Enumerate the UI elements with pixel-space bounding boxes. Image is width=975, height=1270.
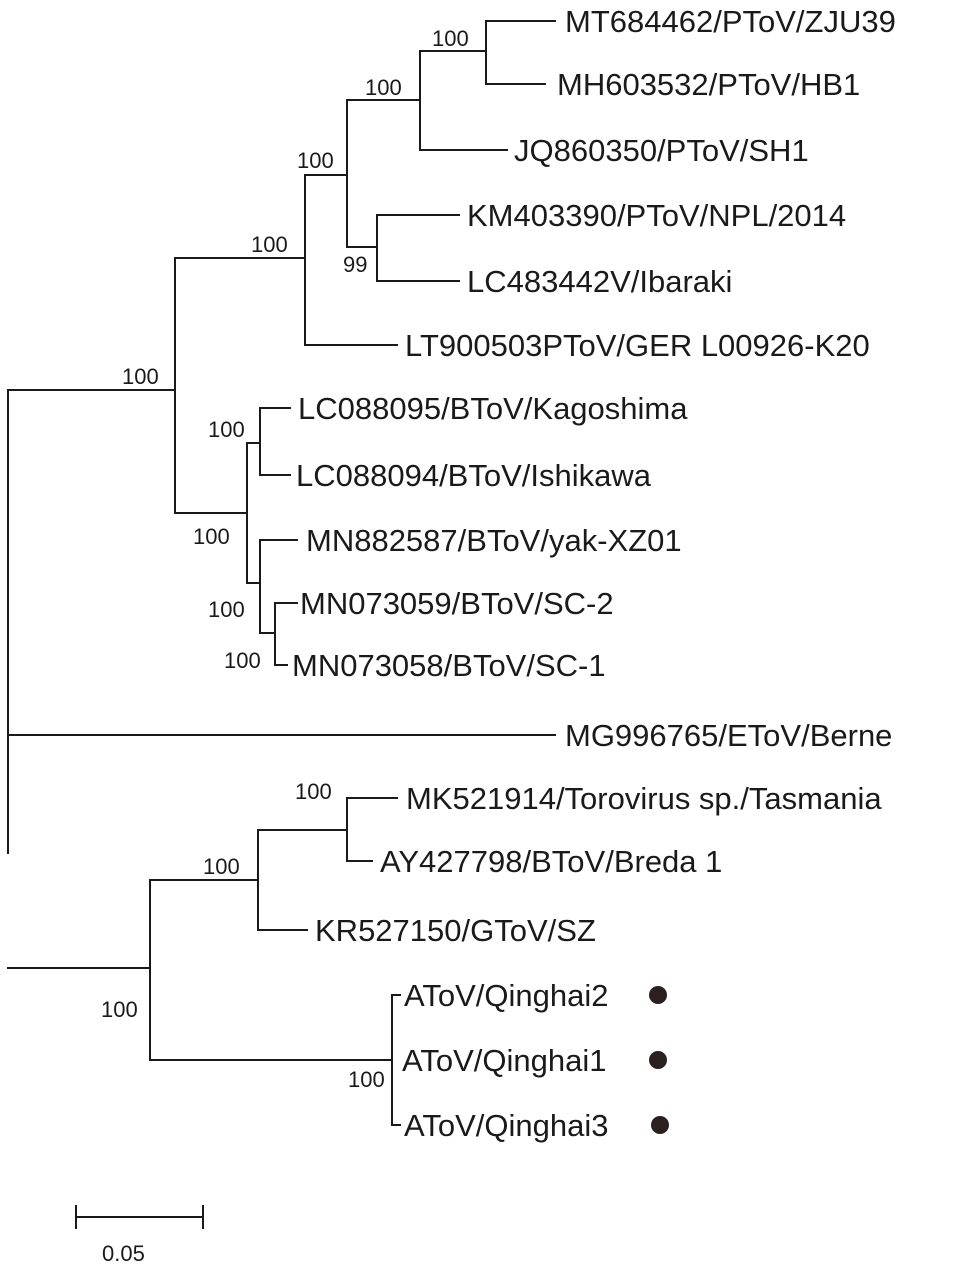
taxon-label: MN073058/BToV/SC-1 (292, 648, 606, 683)
scale-bar: 0.05 (75, 1205, 204, 1266)
taxon-label: MG996765/EToV/Berne (565, 718, 892, 753)
taxon-label: KR527150/GToV/SZ (315, 913, 596, 948)
bootstrap-value: 100 (365, 75, 402, 100)
taxon-label: MK521914/Torovirus sp./Tasmania (406, 781, 882, 816)
taxon-label: KM403390/PToV/NPL/2014 (467, 198, 846, 233)
taxon-label: LC088094/BToV/Ishikawa (296, 458, 652, 493)
bootstrap-value: 100 (101, 997, 138, 1022)
taxon-label: AY427798/BToV/Breda 1 (380, 844, 722, 879)
taxon-label: MT684462/PToV/ZJU39 (565, 4, 896, 39)
taxon-label: MN882587/BToV/yak-XZ01 (306, 523, 682, 558)
bootstrap-value: 100 (295, 779, 332, 804)
bootstrap-value: 100 (251, 232, 288, 257)
bootstrap-values: 100 100 100 99 100 100 100 100 100 100 1… (101, 26, 469, 1092)
taxon-label-highlighted: AToV/Qinghai1 (402, 1043, 607, 1078)
filled-circle-icon (651, 1116, 669, 1134)
bootstrap-value: 100 (122, 364, 159, 389)
taxon-label: JQ860350/PToV/SH1 (514, 133, 809, 168)
taxon-label: MH603532/PToV/HB1 (557, 67, 860, 102)
scale-bar-label: 0.05 (102, 1241, 145, 1266)
bootstrap-value: 100 (432, 26, 469, 51)
taxon-label: MN073059/BToV/SC-2 (300, 586, 614, 621)
bootstrap-value: 100 (208, 597, 245, 622)
bootstrap-value: 100 (224, 648, 261, 673)
taxon-label: LT900503PToV/GER L00926-K20 (405, 328, 870, 363)
taxon-label-highlighted: AToV/Qinghai2 (404, 978, 609, 1013)
bootstrap-value: 100 (348, 1067, 385, 1092)
bootstrap-value: 100 (208, 417, 245, 442)
highlight-markers (649, 986, 669, 1134)
filled-circle-icon (649, 1051, 667, 1069)
bootstrap-value: 100 (297, 148, 334, 173)
tree-branches (7, 20, 556, 1126)
bootstrap-value: 100 (193, 524, 230, 549)
taxon-label: LC088095/BToV/Kagoshima (298, 391, 688, 426)
bootstrap-value: 99 (343, 252, 367, 277)
bootstrap-value: 100 (203, 854, 240, 879)
taxon-label-highlighted: AToV/Qinghai3 (404, 1108, 609, 1143)
filled-circle-icon (649, 986, 667, 1004)
taxon-label: LC483442V/Ibaraki (467, 264, 732, 299)
taxon-labels: MT684462/PToV/ZJU39 MH603532/PToV/HB1 JQ… (292, 4, 896, 1143)
